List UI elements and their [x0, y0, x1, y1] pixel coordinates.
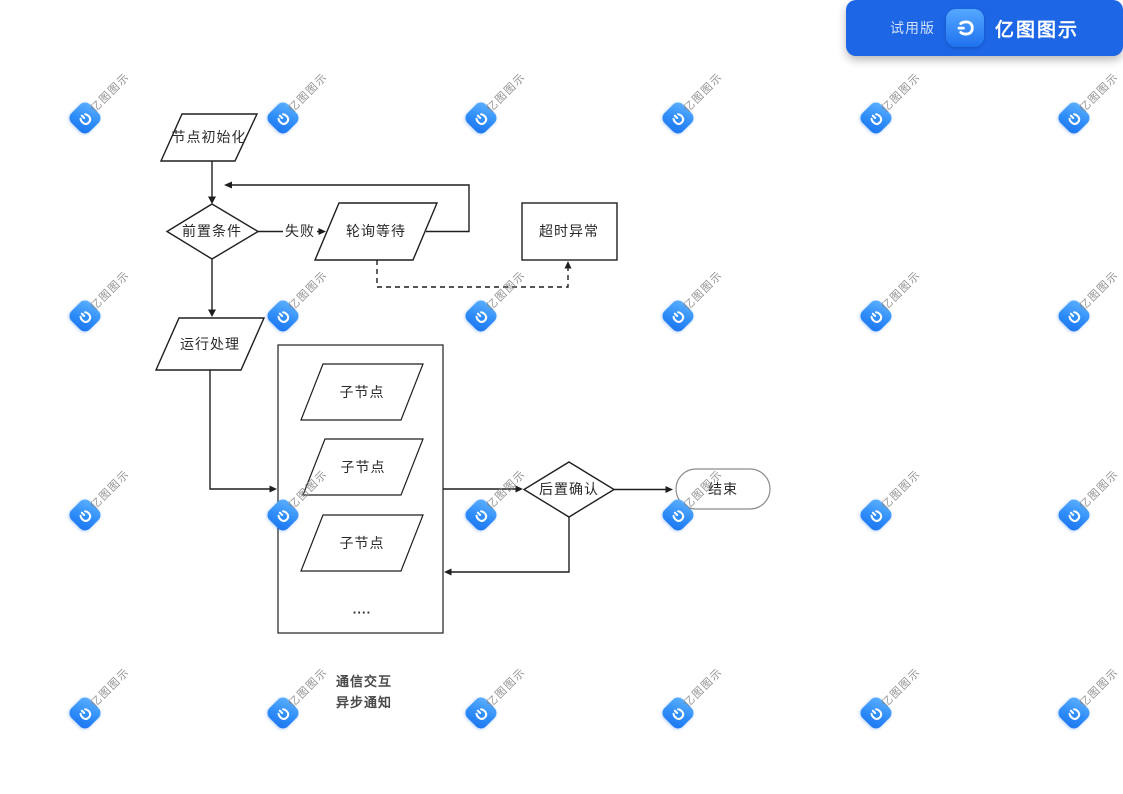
node-dots-label: .... [352, 601, 372, 617]
node-postconfirm-shape [522, 461, 616, 518]
trial-label: 试用版 [889, 20, 935, 36]
node-init-label: 节点初始化 [171, 129, 247, 145]
edraw-logo-icon [945, 9, 984, 47]
node-run-shape [154, 317, 266, 371]
edge-fail-label: 失败 [283, 221, 317, 241]
node-end-label: 结束 [708, 481, 738, 497]
node-poll-shape [313, 202, 439, 261]
node-child2-label: 子节点 [340, 459, 386, 475]
edge-postconfirm-container-return [451, 517, 570, 573]
edge-poll-precond-loop [231, 184, 470, 233]
edge-run-container [209, 370, 270, 490]
arrowhead [208, 309, 216, 317]
arrowhead [665, 486, 673, 493]
node-child2-shape [302, 438, 424, 496]
node-poll-label: 轮询等待 [346, 223, 406, 239]
node-precond-label: 前置条件 [182, 223, 242, 239]
node-init-shape [159, 113, 259, 162]
arrowhead [515, 485, 523, 493]
node-precond-shape [165, 203, 260, 260]
arrowhead [269, 485, 277, 493]
node-child1-label: 子节点 [339, 384, 385, 400]
arrowhead [208, 196, 216, 204]
legend-line-communication: 通信交互 [336, 674, 393, 689]
arrowhead [224, 181, 232, 189]
app-name: 亿图图示 [994, 19, 1079, 41]
node-child1-shape [300, 363, 424, 421]
node-child3-shape [300, 514, 424, 572]
node-run-label: 运行处理 [180, 336, 240, 352]
node-postconfirm-label: 后置确认 [539, 481, 599, 497]
legend-line-async: 异步通知 [336, 695, 393, 710]
arrowhead [564, 261, 572, 269]
node-child3-label: 子节点 [339, 535, 385, 551]
node-end-shape [675, 468, 771, 510]
edge-poll-timeout-dashed [376, 260, 569, 288]
node-timeout-shape [521, 202, 618, 261]
trial-version-badge[interactable]: 试用版 亿图图示 [846, 0, 1123, 56]
node-timeout-label: 超时异常 [539, 223, 599, 239]
arrowhead [318, 228, 326, 235]
arrowhead [444, 568, 452, 576]
